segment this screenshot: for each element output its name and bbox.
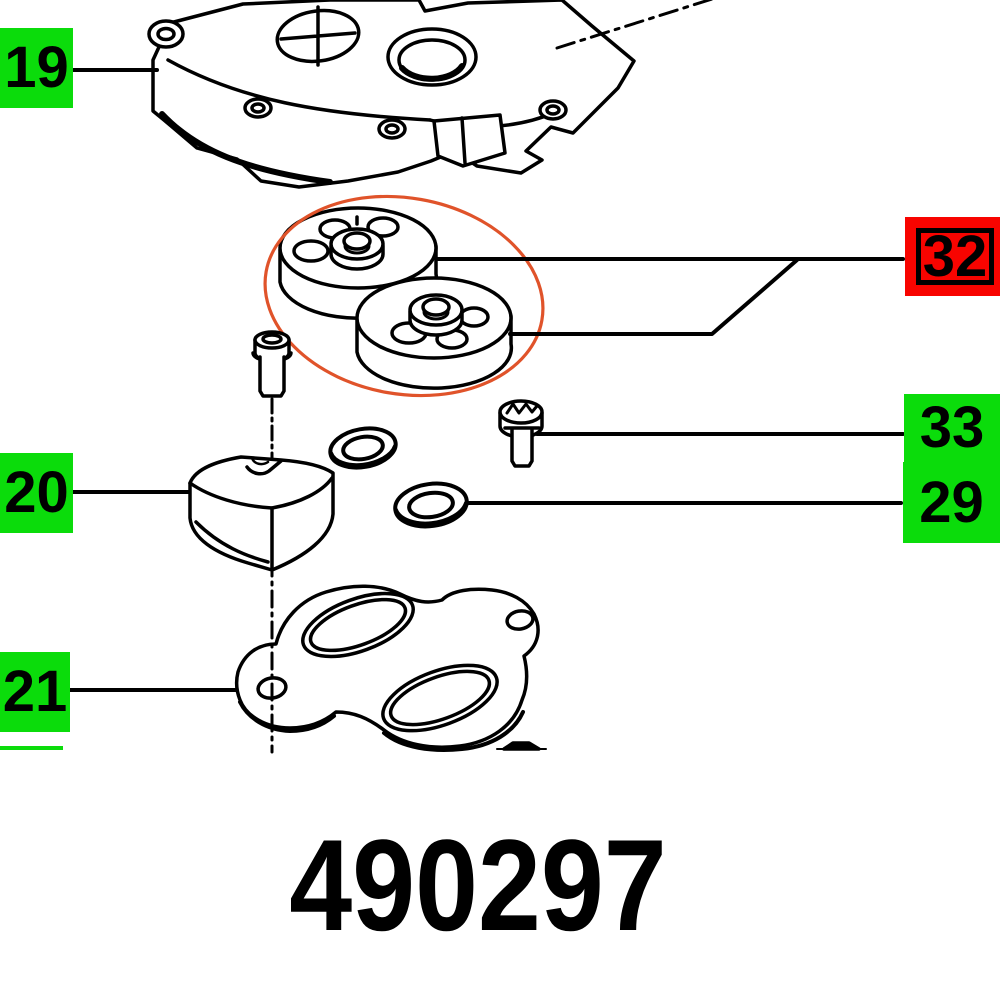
callout-19-label: 19 [4,35,69,100]
callout-21[interactable]: 21 [0,652,70,732]
part-number: 490297 [289,812,667,958]
callout-19[interactable]: 19 [0,28,73,108]
leader-lines [66,68,905,692]
highlight-ellipse [263,194,545,398]
washer-ring-part [328,426,398,470]
callout-29-label: 29 [919,469,984,535]
o-ring-29-part [393,481,469,529]
callout-partial-box-edge [0,746,63,750]
gear-housing-cover-part [147,0,714,189]
callout-32[interactable]: 32 [905,217,1000,296]
bearing-block-20-part [188,455,335,572]
callout-32-label: 32 [922,223,988,289]
cropped-part-tip [496,741,547,751]
callout-20[interactable]: 20 [0,453,73,533]
callout-33[interactable]: 33 [904,394,1000,462]
callout-32-inner-frame: 32 [916,223,994,289]
callout-20-label: 20 [4,460,69,525]
leader-32b [508,258,799,336]
callout-29[interactable]: 29 [903,462,1000,543]
screw-left-part [251,330,293,398]
callout-21-label: 21 [2,659,68,724]
screw-33-part [498,399,544,468]
eccentric-cam-discs-part [278,206,514,390]
centerline-top-right [555,0,714,50]
callout-33-label: 33 [919,395,985,460]
exploded-view-drawing [66,0,905,754]
gasket-21-part [234,584,540,752]
